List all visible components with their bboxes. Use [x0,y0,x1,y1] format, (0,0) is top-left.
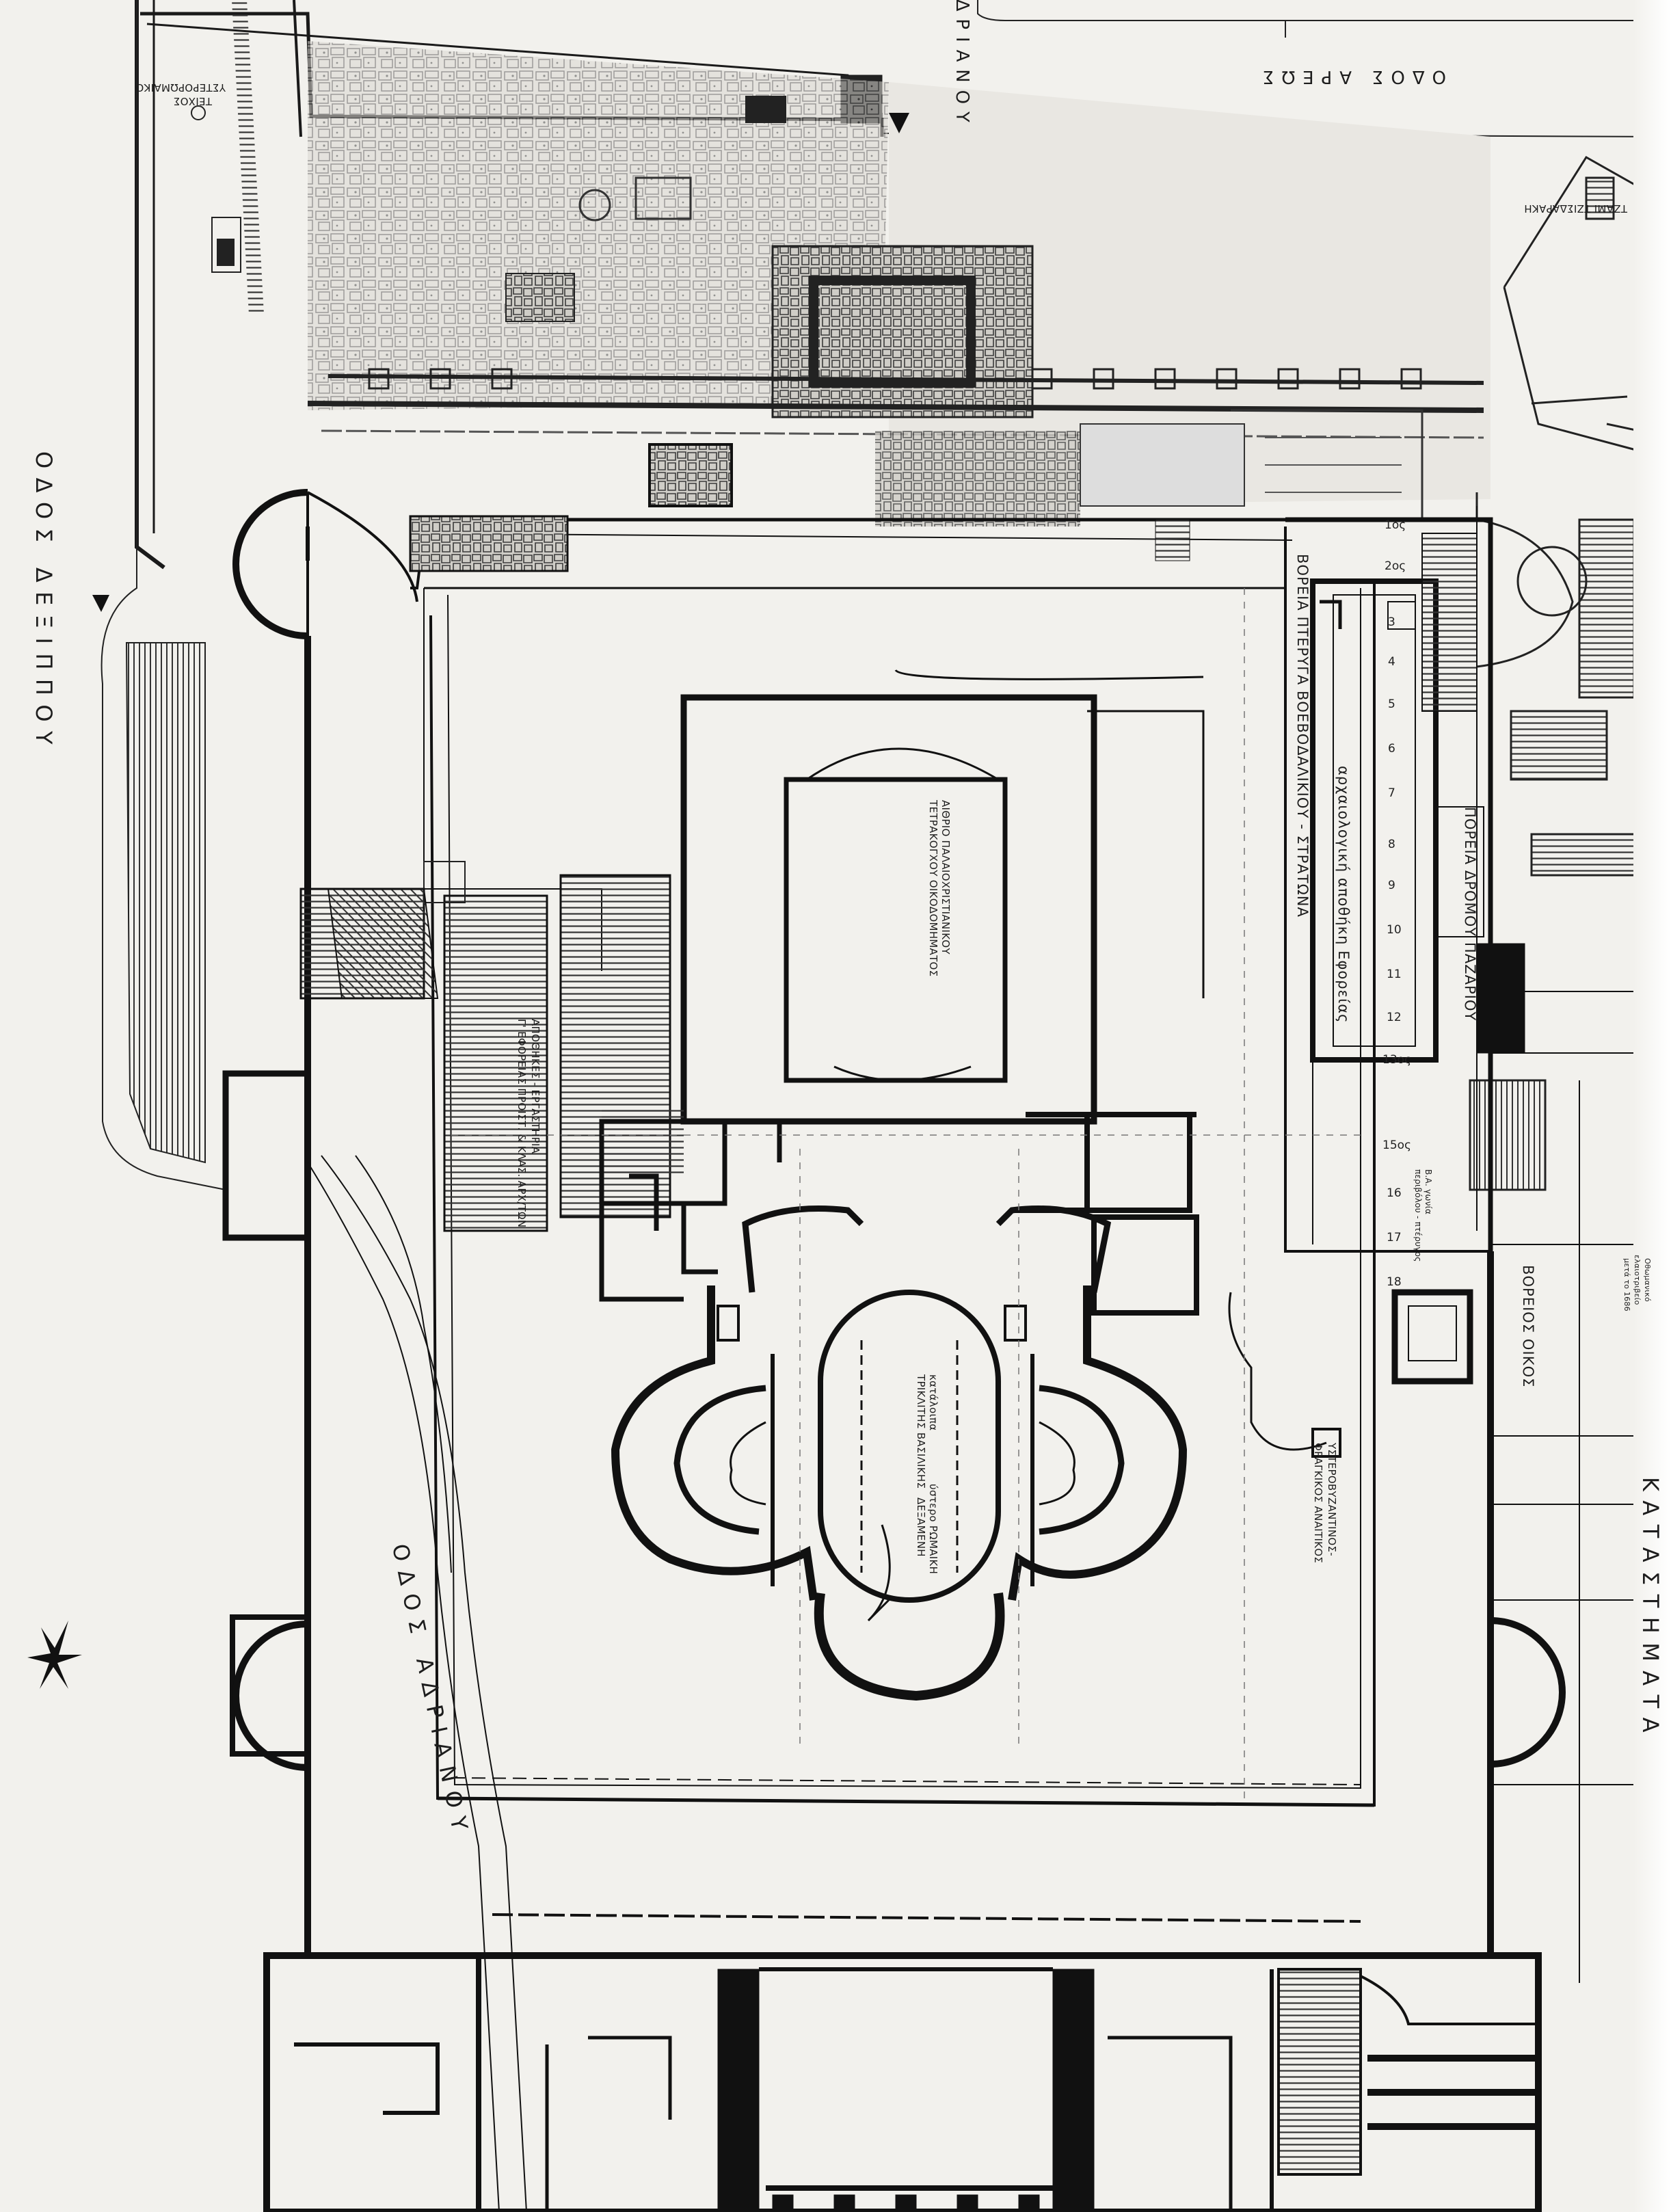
dexippou-stairway [101,0,226,1190]
tetraconch-atrium [680,669,1205,1125]
grid-number: 16 [1387,1186,1402,1200]
label-roman-pool-1: ύστερο ΡΩΜΑΙΚΗ [927,1484,939,1575]
grid-number: 7 [1388,786,1395,800]
label-pazari-route: ΠΟΡΕΙΑ ΔΡΟΜΟΥ ΠΑΖΑΡΙΟΥ [1462,807,1478,1022]
northeast-rooms [1012,1112,1199,1316]
label-north-wing-barracks: ΒΟΡΕΙΑ ΠΤΕΡΥΓΑ ΒΟΕΒΟΔΑΛΙΚΙΟΥ - ΣΤΡΑΤΩΝΑ [1294,554,1311,918]
label-atrium-2: ΤΕΤΡΑΚΟΓΧΟΥ ΟΙΚΟΔΟΜΗΜΑΤΟΣ [927,800,939,977]
street-label-katasthmata: ΚΑΤΑΣΤΗΜΑΤΑ [1637,1477,1663,1742]
label-late-byzantine-1: ΥΣΤΕΡΟΒΥΖΑΝΤΙΝΟΣ- [1326,1443,1338,1556]
label-late-roman-wall-1: ΥΣΤΕΡΟΡΩΜΑΙΚΟ [135,81,226,94]
small-rooms-cluster [599,1119,782,1302]
adrianou-street-curve [307,1155,527,2212]
late-roman-cistern [867,1524,891,1622]
grid-number: 9 [1388,879,1395,892]
north-arrow-icon [27,1621,82,1689]
entrance-arrow-icons [92,113,909,612]
label-ne-corner-1: Β.Α. γωνία [1423,1169,1433,1215]
south-courtyard-wall [437,1777,1375,1807]
grid-number: 10 [1387,923,1402,937]
survey-grid-lines [451,588,1361,1805]
south-building-complex [263,1913,1542,2212]
label-atrium-1: ΑΙΘΡΙΟ ΠΑΛΑΙΟΧΡΙΣΤΙΑΝΙΚΟΥ [939,800,952,955]
storerooms-workshops-hatched [299,861,684,1232]
label-ne-corner-2: περιβόλου - πτέρυγος [1413,1169,1423,1262]
label-north-house: ΒΟΡΕΙΟΣ ΟΙΚΟΣ [1520,1265,1536,1388]
column-bases-row [368,368,1422,390]
west-tower-north [232,489,418,639]
grid-number: 13ος [1382,1053,1412,1067]
north-house-building [1228,1289,1473,1458]
label-ephorate-storage: αρχαιολογική αποθήκη Εφορείας [1335,766,1352,1024]
grid-number: 15ος [1382,1138,1412,1152]
grid-number: 12 [1387,1011,1402,1024]
label-ottoman-3: μετά το 1686 [1622,1258,1631,1311]
label-storerooms-2: Γ' ΕΦΟΡΕΙΑΣ ΠΡΟΙΣΤ. & ΚΛΑΣ. ΑΡΧ/ΤΩΝ [516,1019,528,1228]
street-label-areos: ΟΔΟΣ ΑΡΕΩΣ [1255,66,1446,87]
label-late-byzantine-2: ΦΡΑΓΚΙΚΟΣ ΑΝΑΙΤΙΚΟΣ [1312,1443,1324,1564]
grid-number: 6 [1388,742,1395,756]
label-storerooms-1: ΑΠΟΘΗΚΕΣ - ΕΡΓΑΣΤΗΡΙΑ [529,1019,542,1154]
label-basilica-2: ΤΡΙΚΛΙΤΗΣ ΒΑΣΙΛΙΚΗΣ [915,1374,927,1489]
tetraconch-church [611,1205,1188,1701]
grid-number: 2ος [1385,559,1406,573]
label-ottoman-1: Οθωμανικό [1643,1258,1652,1302]
grid-number: 18 [1387,1275,1402,1289]
late-roman-wall-marker [191,105,241,273]
street-label-adrianou-top: ΑΔΡΙΑΝΟΥ [952,0,972,130]
label-roman-pool-2: ΔΕΞΑΜΕΝΗ [915,1497,927,1557]
grid-number: 5 [1388,697,1395,711]
ephorate-storage-wing [1310,533,1525,1063]
street-label-dexippou: ΟΔΟΣ ΔΕΞΙΠΠΟΥ [31,451,57,754]
label-late-roman-wall-2: ΤΕΙΧΟΣ [173,95,212,107]
excavated-remains-north [307,41,1490,527]
grid-number: 4 [1388,655,1395,669]
grid-number: 11 [1387,968,1402,981]
grid-number: 8 [1388,838,1395,851]
grid-number: 1ος [1385,518,1406,532]
page-edge [1633,0,1671,2212]
label-tzisdaraki-mosque: ΤΖΑΜΙ ΤΖΙΣΔΑΡΑΚΗ [1524,202,1627,215]
grid-number: 17 [1387,1231,1402,1244]
label-ottoman-2: ελαιοτριβείο [1633,1255,1642,1305]
label-basilica-1: κατάλοιπα [927,1374,939,1431]
west-tower-south [232,1621,308,1771]
grid-number: 3 [1388,615,1395,629]
